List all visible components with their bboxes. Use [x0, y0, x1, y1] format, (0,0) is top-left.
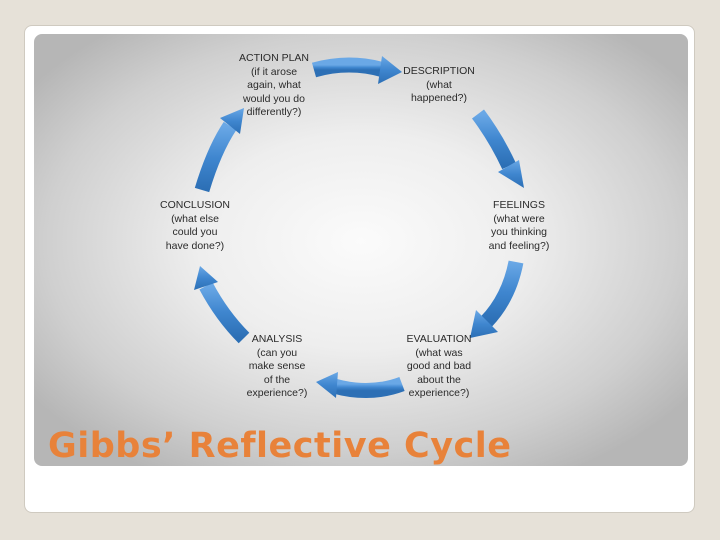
arrow-analysis-to-conclusion: [194, 266, 250, 344]
arrow-feelings-to-evaluation: [470, 260, 524, 338]
stage-conclusion-heading: CONCLUSION: [159, 199, 230, 211]
stage-description-heading: DESCRIPTION: [403, 65, 475, 77]
cycle-arrows: [194, 56, 524, 399]
stage-evaluation: EVALUATION (what was good and bad about …: [394, 333, 484, 401]
stage-description: DESCRIPTION (what happened?): [394, 65, 484, 106]
stage-evaluation-question: (what was good and bad about the experie…: [406, 346, 472, 400]
diagram-panel: ACTION PLAN (if it arose again, what wou…: [34, 34, 688, 466]
arrow-evaluation-to-analysis: [316, 372, 405, 399]
stage-action-plan-question: (if it arose again, what would you do di…: [243, 65, 305, 119]
stage-analysis: ANALYSIS (can you make sense of the expe…: [232, 333, 322, 401]
stage-analysis-question: (can you make sense of the experience?): [246, 346, 308, 400]
arrow-description-to-feelings: [471, 109, 524, 188]
stage-action-plan-heading: ACTION PLAN: [238, 52, 309, 64]
stage-conclusion: CONCLUSION (what else could you have don…: [150, 199, 240, 253]
stage-feelings: FEELINGS (what were you thinking and fee…: [474, 199, 564, 253]
arrow-action-to-description: [311, 56, 402, 84]
stage-feelings-heading: FEELINGS: [493, 199, 545, 211]
stage-evaluation-heading: EVALUATION: [406, 333, 472, 345]
stage-description-question: (what happened?): [410, 78, 468, 105]
stage-analysis-heading: ANALYSIS: [251, 333, 303, 345]
arrow-conclusion-to-action-plan: [194, 108, 244, 193]
stage-feelings-question: (what were you thinking and feeling?): [488, 212, 550, 252]
stage-conclusion-question: (what else could you have done?): [165, 212, 225, 252]
stage-action-plan: ACTION PLAN (if it arose again, what wou…: [229, 52, 319, 120]
slide-title: Gibbs’ Reflective Cycle: [48, 426, 512, 466]
